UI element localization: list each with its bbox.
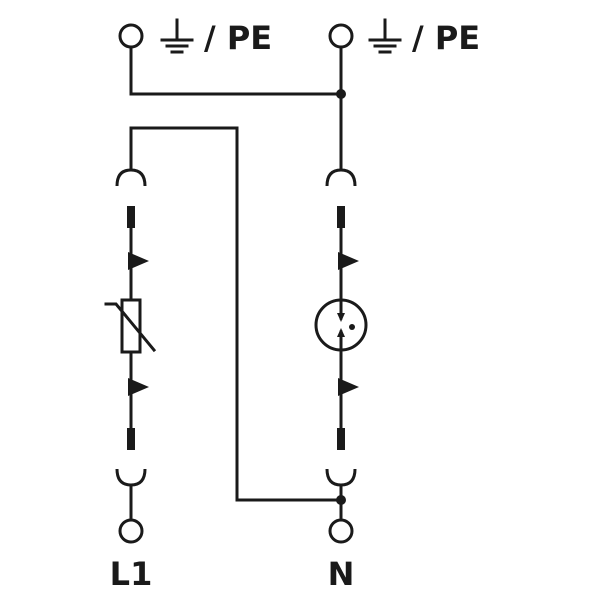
pe-left-label: / PE [204, 19, 272, 57]
varistor-module [104, 168, 157, 487]
n-terminal: N [328, 518, 355, 593]
varistor-icon [104, 298, 157, 354]
plug-pin-bottom-right [337, 428, 345, 450]
pe-right-label: / PE [412, 19, 480, 57]
pe-terminal-left: / PE [118, 18, 272, 57]
arrow-marker [338, 378, 359, 396]
l1-label: L1 [110, 555, 153, 593]
terminal-circle-n [328, 518, 354, 544]
ground-icon [368, 18, 402, 54]
pe-terminal-right: / PE [328, 18, 480, 57]
crossover-wire [129, 126, 346, 505]
gas-discharge-tube-icon [314, 298, 368, 352]
plug-pin-top-left [127, 206, 135, 228]
terminal-circle-l1 [118, 518, 144, 544]
arrow-marker [128, 252, 149, 270]
socket-bottom-right [325, 468, 357, 487]
pe-bus-wire [129, 45, 346, 170]
plug-pin-bottom-left [127, 428, 135, 450]
arrow-marker [338, 252, 359, 270]
l1-terminal: L1 [110, 518, 153, 593]
terminal-circle-pe-left [118, 23, 144, 49]
terminal-circle-pe-right [328, 23, 354, 49]
socket-bottom-left [115, 468, 147, 487]
junction-dot-top [336, 89, 346, 99]
n-label: N [328, 555, 355, 593]
ground-icon [160, 18, 194, 54]
arrow-marker [128, 378, 149, 396]
plug-pin-top-right [337, 206, 345, 228]
socket-top-right [325, 168, 357, 187]
socket-top-left [115, 168, 147, 187]
gdt-module [314, 168, 368, 487]
